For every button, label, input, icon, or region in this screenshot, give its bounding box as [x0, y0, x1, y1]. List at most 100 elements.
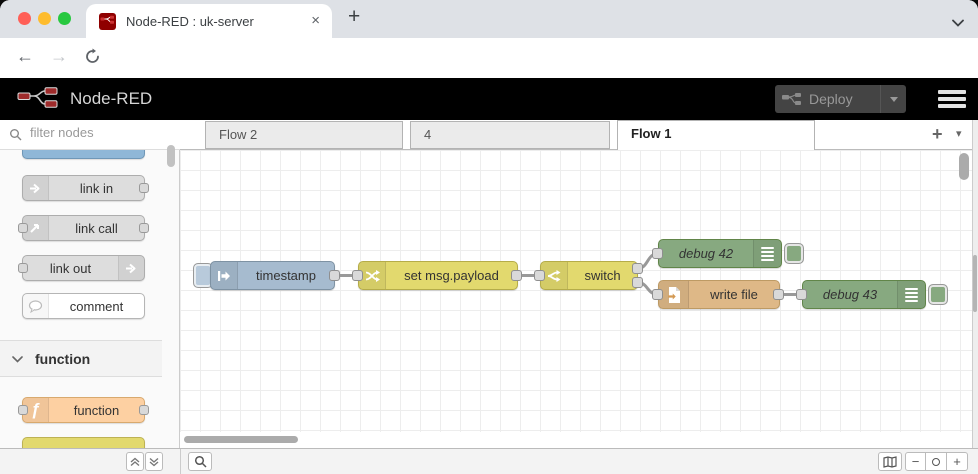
reload-button[interactable] — [84, 48, 101, 70]
palette-node-partial-top[interactable] — [22, 150, 145, 159]
palette-scrollbar-thumb[interactable] — [167, 145, 175, 167]
vertical-scrollbar-thumb[interactable] — [959, 153, 969, 180]
palette-node-link-call[interactable]: link call — [18, 215, 149, 241]
node-debug-42[interactable]: debug 42 — [658, 239, 782, 268]
tab-label: Flow 1 — [631, 126, 672, 141]
node-inject[interactable]: timestamp — [210, 261, 335, 290]
deploy-options-caret[interactable] — [880, 85, 906, 113]
input-port[interactable] — [18, 263, 28, 273]
debug-toggle-button[interactable] — [928, 284, 948, 305]
palette-node-link-in[interactable]: link in — [22, 175, 149, 201]
palette-collapse-all-button[interactable] — [126, 452, 144, 471]
add-flow-button[interactable]: + — [932, 124, 943, 144]
node-label: set msg.payload — [404, 268, 499, 283]
flow-canvas[interactable]: timestamp set msg.payload switch debug 4… — [180, 150, 972, 448]
zoom-reset-button[interactable] — [926, 452, 947, 471]
node-write-file[interactable]: write file — [658, 280, 780, 309]
page-scrollbar-thumb[interactable] — [973, 255, 977, 312]
horizontal-scrollbar-thumb[interactable] — [184, 436, 298, 443]
debug-list-icon — [753, 240, 781, 267]
deploy-button[interactable]: Deploy — [775, 85, 906, 113]
palette-node-partial-bottom[interactable] — [22, 437, 145, 448]
forward-button[interactable]: → — [50, 46, 68, 66]
new-tab-button[interactable]: + — [348, 5, 361, 28]
deploy-button-label: Deploy — [809, 91, 853, 107]
input-port[interactable] — [652, 289, 663, 300]
close-tab-icon[interactable]: × — [311, 12, 320, 29]
workspace-footer: − + — [0, 448, 978, 474]
input-port[interactable] — [534, 270, 545, 281]
input-port[interactable] — [796, 289, 807, 300]
flow-list-chevron-icon[interactable]: ▾ — [956, 128, 962, 140]
node-label: write file — [710, 287, 758, 302]
output-port[interactable] — [773, 289, 784, 300]
output-port[interactable] — [139, 223, 149, 233]
output-port[interactable] — [511, 270, 522, 281]
back-button[interactable]: ← — [16, 46, 34, 66]
debug-list-icon — [897, 281, 925, 308]
browser-tab-title: Node-RED : uk-server — [126, 14, 254, 29]
node-label: switch — [584, 268, 621, 283]
category-chevron-icon — [12, 350, 23, 368]
input-port[interactable] — [18, 223, 28, 233]
output-port-1[interactable] — [632, 263, 643, 274]
fullscreen-window-button[interactable] — [58, 12, 71, 25]
palette-node-label: function — [73, 402, 120, 418]
palette-category-function[interactable]: function — [0, 340, 162, 377]
navigator-icon[interactable] — [878, 452, 902, 471]
palette-node-comment[interactable]: comment — [22, 293, 145, 319]
change-icon — [359, 262, 386, 289]
input-port[interactable] — [18, 405, 28, 415]
palette-node-link-out[interactable]: link out — [18, 255, 145, 281]
palette-node-label: link in — [79, 180, 114, 196]
tab-flow-2[interactable]: Flow 2 — [205, 121, 403, 149]
palette-scroll-area: link in link call link out — [0, 150, 180, 448]
browser-toolbar: ← → Not Secure uk-server:2718/#flow/a5d5… — [0, 38, 978, 111]
file-icon — [659, 281, 689, 308]
minimize-window-button[interactable] — [38, 12, 51, 25]
zoom-reset-icon — [932, 457, 940, 466]
inject-icon — [211, 262, 238, 289]
link-in-icon — [23, 176, 49, 200]
palette-search — [0, 120, 180, 150]
hamburger-menu-icon[interactable] — [938, 90, 966, 111]
tab-label: 4 — [424, 127, 432, 142]
close-window-button[interactable] — [18, 12, 31, 25]
tab-label: Flow 2 — [219, 127, 258, 142]
output-port[interactable] — [139, 183, 149, 193]
node-red-header: Node-RED Deploy — [0, 78, 978, 120]
zoom-controls: − + — [905, 452, 968, 471]
input-port[interactable] — [352, 270, 363, 281]
switch-icon — [541, 262, 568, 289]
palette-category-label: function — [35, 350, 91, 367]
zoom-in-button[interactable]: + — [947, 452, 968, 471]
node-label: debug 42 — [678, 246, 734, 261]
footer-divider — [180, 449, 181, 474]
search-flows-button[interactable] — [188, 452, 212, 471]
tab-overview-chevron-icon[interactable] — [952, 14, 964, 32]
tab-4[interactable]: 4 — [410, 121, 610, 149]
zoom-out-button[interactable]: − — [905, 452, 926, 471]
output-port[interactable] — [329, 270, 340, 281]
node-debug-43[interactable]: debug 43 — [802, 280, 926, 309]
debug-toggle-button[interactable] — [784, 243, 804, 264]
search-icon — [9, 128, 22, 146]
palette-expand-all-button[interactable] — [145, 452, 163, 471]
output-port-2[interactable] — [632, 277, 643, 288]
deploy-icon — [775, 92, 809, 106]
node-switch[interactable]: switch — [540, 261, 638, 290]
node-palette: link in link call link out — [0, 120, 180, 448]
app-title: Node-RED — [70, 89, 153, 108]
tab-flow-1[interactable]: Flow 1 — [617, 120, 815, 150]
node-change[interactable]: set msg.payload — [358, 261, 518, 290]
palette-node-function[interactable]: ƒ function — [18, 397, 149, 423]
filter-nodes-input[interactable] — [28, 124, 168, 141]
input-port[interactable] — [652, 248, 663, 259]
palette-node-label: link out — [49, 260, 92, 276]
flow-tab-bar: Flow 2 4 Flow 1 + ▾ — [180, 120, 972, 150]
output-port[interactable] — [139, 405, 149, 415]
link-out-icon — [118, 256, 144, 280]
node-label: timestamp — [256, 268, 316, 283]
browser-tab[interactable]: Node-RED : uk-server × — [86, 4, 332, 38]
